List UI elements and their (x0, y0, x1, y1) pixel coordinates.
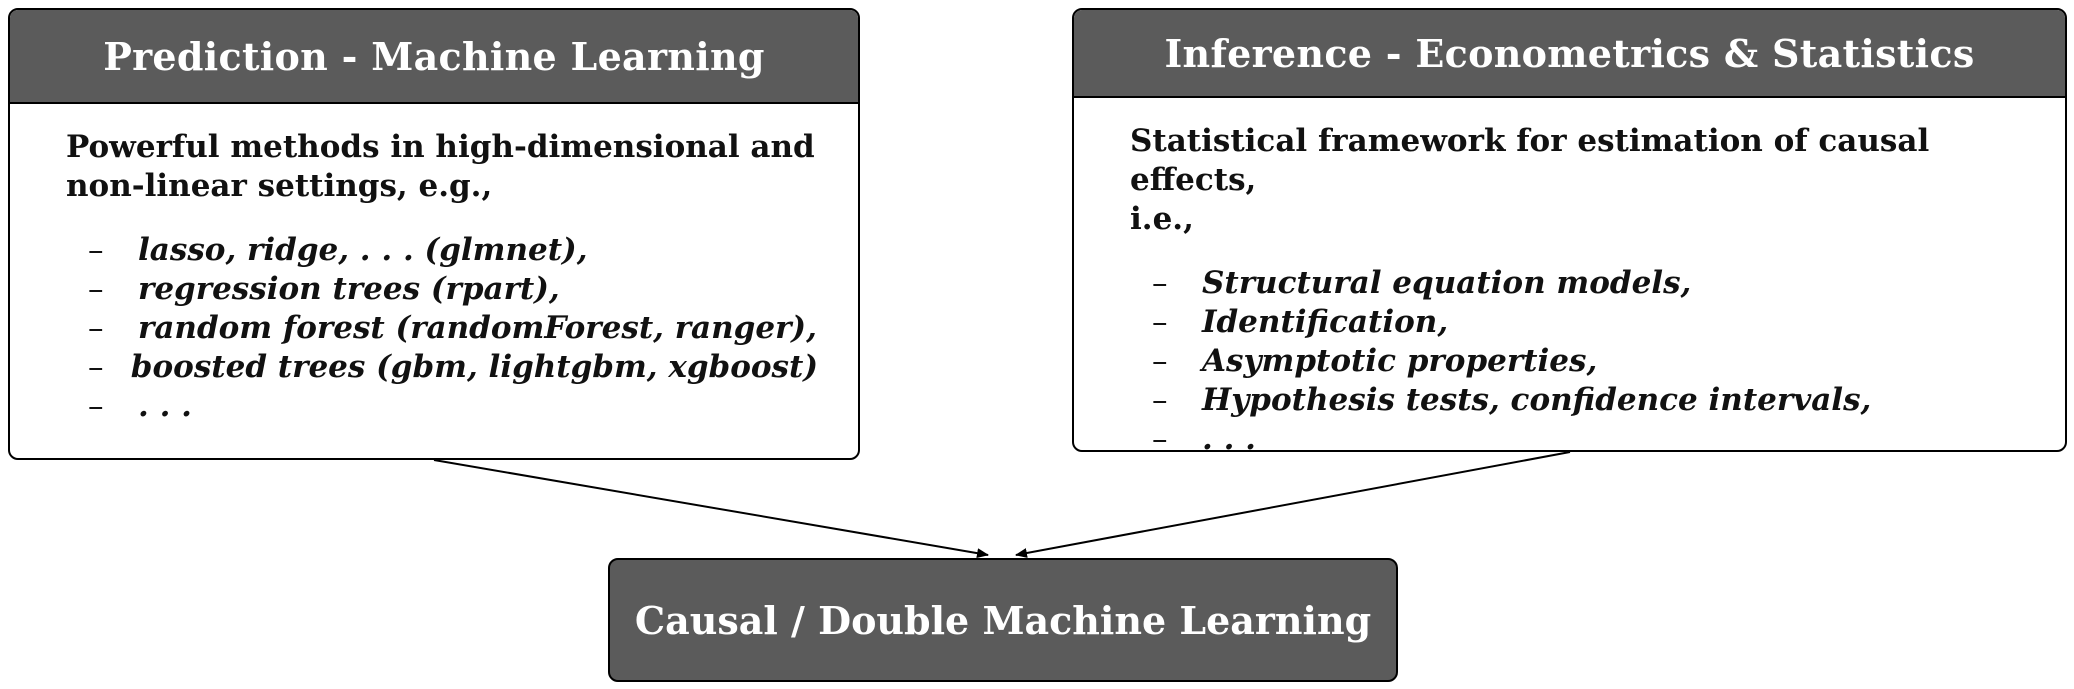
prediction-ml-method-list: – lasso, ridge, . . . (glmnet), – regres… (66, 231, 818, 426)
list-dash: – (88, 349, 104, 385)
list-item: – Asymptotic properties, (1152, 342, 2025, 381)
list-dash: – (88, 310, 104, 346)
inference-stats-intro-line2: i.e., (1130, 201, 1194, 237)
list-item: – . . . (88, 387, 818, 426)
list-dash: – (1152, 343, 1168, 379)
list-item-text: Identification, (1202, 304, 1449, 340)
prediction-ml-title: Prediction - Machine Learning (10, 10, 858, 104)
list-item-text: . . . (1202, 421, 1256, 452)
list-item: – regression trees (rpart), (88, 270, 818, 309)
inference-stats-title: Inference - Econometrics & Statistics (1074, 10, 2065, 98)
prediction-ml-intro-line1: Powerful methods in high-dimensional and (66, 129, 815, 165)
list-dash: – (88, 271, 104, 307)
list-item: – Identification, (1152, 303, 2025, 342)
list-item-text: random forest (randomForest, ranger), (138, 310, 817, 346)
list-item-text: boosted trees (gbm, lightgbm, xgboost) (130, 349, 818, 385)
list-item: – Structural equation models, (1152, 264, 2025, 303)
prediction-ml-intro-line2: non-linear settings, e.g., (66, 168, 493, 204)
list-item: – random forest (randomForest, ranger), (88, 309, 818, 348)
list-item-text: lasso, ridge, . . . (glmnet), (138, 232, 588, 268)
list-item: – . . . (1152, 420, 2025, 452)
list-item-text: Hypothesis tests, confidence intervals, (1202, 382, 1872, 418)
arrow-prediction-to-causal (433, 459, 989, 559)
causal-dml-box: Causal / Double Machine Learning (608, 558, 1398, 682)
list-dash: – (88, 388, 104, 424)
prediction-ml-intro: Powerful methods in high-dimensional and… (66, 128, 818, 206)
list-item-text: regression trees (rpart), (138, 271, 560, 307)
list-dash: – (1152, 304, 1168, 340)
list-dash: – (1152, 421, 1168, 452)
list-item-text: Asymptotic properties, (1202, 343, 1598, 379)
list-item-text: . . . (138, 388, 192, 424)
prediction-ml-body: Powerful methods in high-dimensional and… (10, 104, 858, 426)
list-item: – lasso, ridge, . . . (glmnet), (88, 231, 818, 270)
list-dash: – (88, 232, 104, 268)
inference-stats-intro: Statistical framework for estimation of … (1130, 122, 2025, 239)
inference-stats-body: Statistical framework for estimation of … (1074, 98, 2065, 452)
inference-stats-intro-line1: Statistical framework for estimation of … (1130, 123, 1930, 198)
list-item: – Hypothesis tests, confidence intervals… (1152, 381, 2025, 420)
prediction-ml-box: Prediction - Machine Learning Powerful m… (8, 8, 860, 460)
list-dash: – (1152, 382, 1168, 418)
inference-stats-topic-list: – Structural equation models, – Identifi… (1130, 264, 2025, 452)
list-item-text: Structural equation models, (1202, 265, 1692, 301)
list-item: – boosted trees (gbm, lightgbm, xgboost) (88, 348, 818, 387)
list-dash: – (1152, 265, 1168, 301)
arrow-inference-to-causal (1015, 451, 1571, 558)
causal-dml-title: Causal / Double Machine Learning (634, 597, 1372, 643)
inference-stats-box: Inference - Econometrics & Statistics St… (1072, 8, 2067, 452)
